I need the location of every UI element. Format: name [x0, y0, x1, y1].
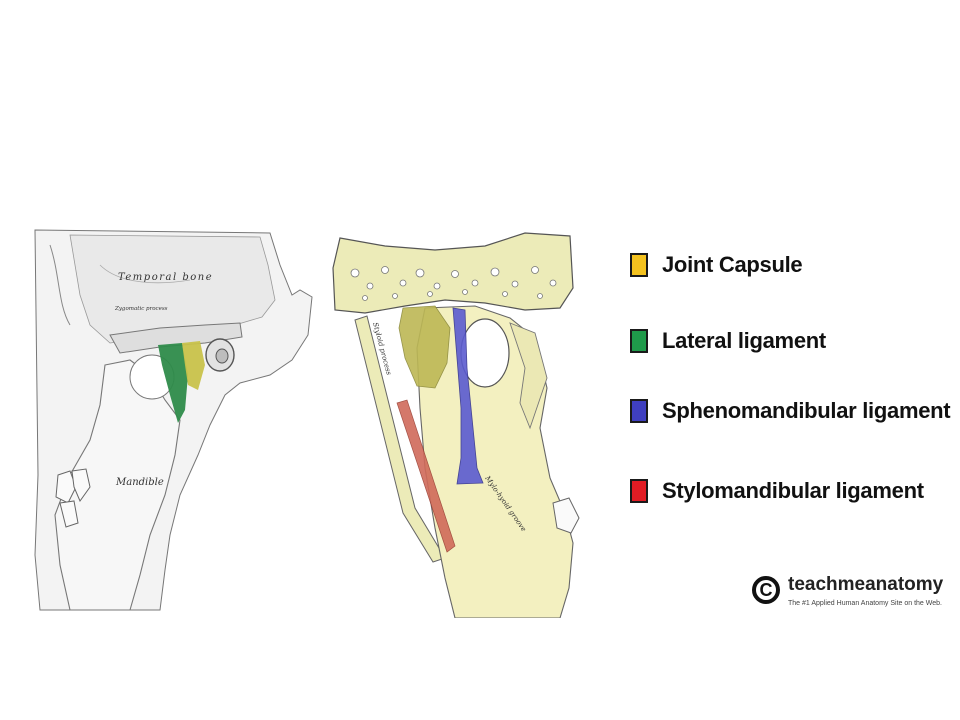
- legend-label: Joint Capsule: [662, 252, 803, 277]
- legend-item-stylomandibular-ligament: Stylomandibular ligament: [630, 471, 924, 511]
- medial-view-illustration: Styloid process Mylo-hyoid groove: [332, 232, 580, 618]
- label-mandible: Mandible: [115, 477, 164, 488]
- brand-tagline: The #1 Applied Human Anatomy Site on the…: [788, 600, 942, 607]
- legend-item-sphenomandibular-ligament: Sphenomandibular ligament: [630, 391, 951, 431]
- legend-label: Stylomandibular ligament: [662, 478, 924, 503]
- swatch-sphenomandibular-ligament: [630, 399, 648, 423]
- label-zygomatic-process: Zygomatic process: [114, 306, 168, 312]
- legend-item-joint-capsule: Joint Capsule: [630, 245, 803, 285]
- swatch-stylomandibular-ligament: [630, 479, 648, 503]
- label-temporal-bone: Temporal bone: [118, 272, 213, 283]
- swatch-lateral-ligament: [630, 329, 648, 353]
- legend-label: Sphenomandibular ligament: [662, 398, 951, 423]
- copyright-icon: C: [752, 576, 780, 604]
- brand-logo: C teachmeanatomy The #1 Applied Human An…: [752, 572, 952, 618]
- lateral-view-illustration: Temporal bone Zygomatic process Mandible: [34, 229, 313, 611]
- legend-item-lateral-ligament: Lateral ligament: [630, 321, 826, 361]
- brand-name: teachmeanatomy: [788, 574, 944, 595]
- legend-label: Lateral ligament: [662, 328, 826, 353]
- swatch-joint-capsule: [630, 253, 648, 277]
